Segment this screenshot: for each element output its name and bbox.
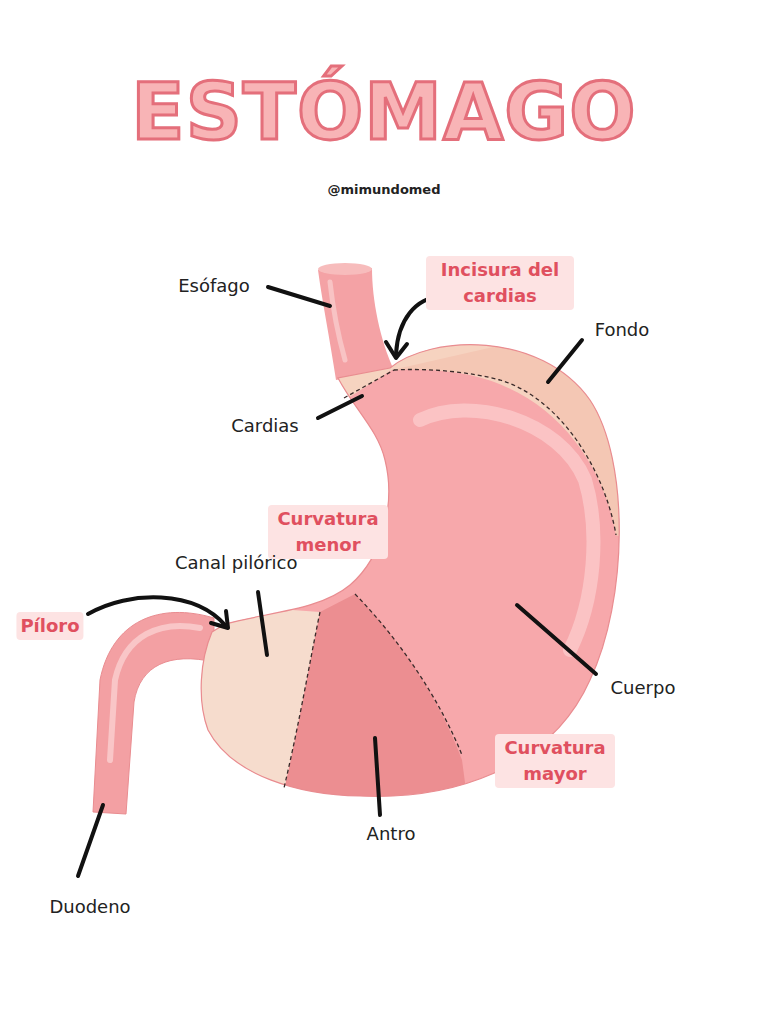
watermark: @mimundomed <box>328 182 441 198</box>
pyloric-boundary <box>284 612 320 788</box>
antrum-boundary <box>355 594 462 755</box>
part-label: Fondo <box>595 319 650 342</box>
esophagus-shine <box>330 282 345 360</box>
part-label: Canal pilórico <box>175 552 267 575</box>
leader-line <box>318 396 362 418</box>
duodenum-tube <box>93 612 214 814</box>
cardia-boundary <box>344 370 394 398</box>
region-boundaries <box>284 369 616 788</box>
leader-line <box>548 340 582 382</box>
part-label: Duodeno <box>49 896 130 919</box>
leader-line <box>375 738 380 815</box>
arrow-head <box>211 611 228 628</box>
body-shine <box>420 410 593 650</box>
fundus-boundary <box>394 369 616 535</box>
pylorus-arrow <box>88 597 226 626</box>
part-label: Cuerpo <box>611 677 676 700</box>
stomach-regions <box>150 300 700 820</box>
pointer-arrows <box>88 296 442 628</box>
page-title: ESTÓMAGO <box>131 67 636 157</box>
esophagus-tube <box>318 268 394 380</box>
arrow-head <box>386 342 407 358</box>
part-label: Curvatura menor <box>268 505 388 559</box>
duodenum-shine <box>110 626 200 760</box>
part-label: Píloro <box>16 612 83 640</box>
leader-line <box>517 605 596 674</box>
leader-line <box>258 592 267 655</box>
part-label: Cardias <box>231 415 299 438</box>
part-label: Curvatura mayor <box>495 734 615 788</box>
part-label: Esófago <box>178 275 250 298</box>
part-label: Incisura del cardias <box>426 256 574 310</box>
leader-line <box>78 805 103 876</box>
leader-line <box>268 287 330 306</box>
esophagus-opening <box>318 263 372 275</box>
part-label: Antro <box>367 823 416 846</box>
